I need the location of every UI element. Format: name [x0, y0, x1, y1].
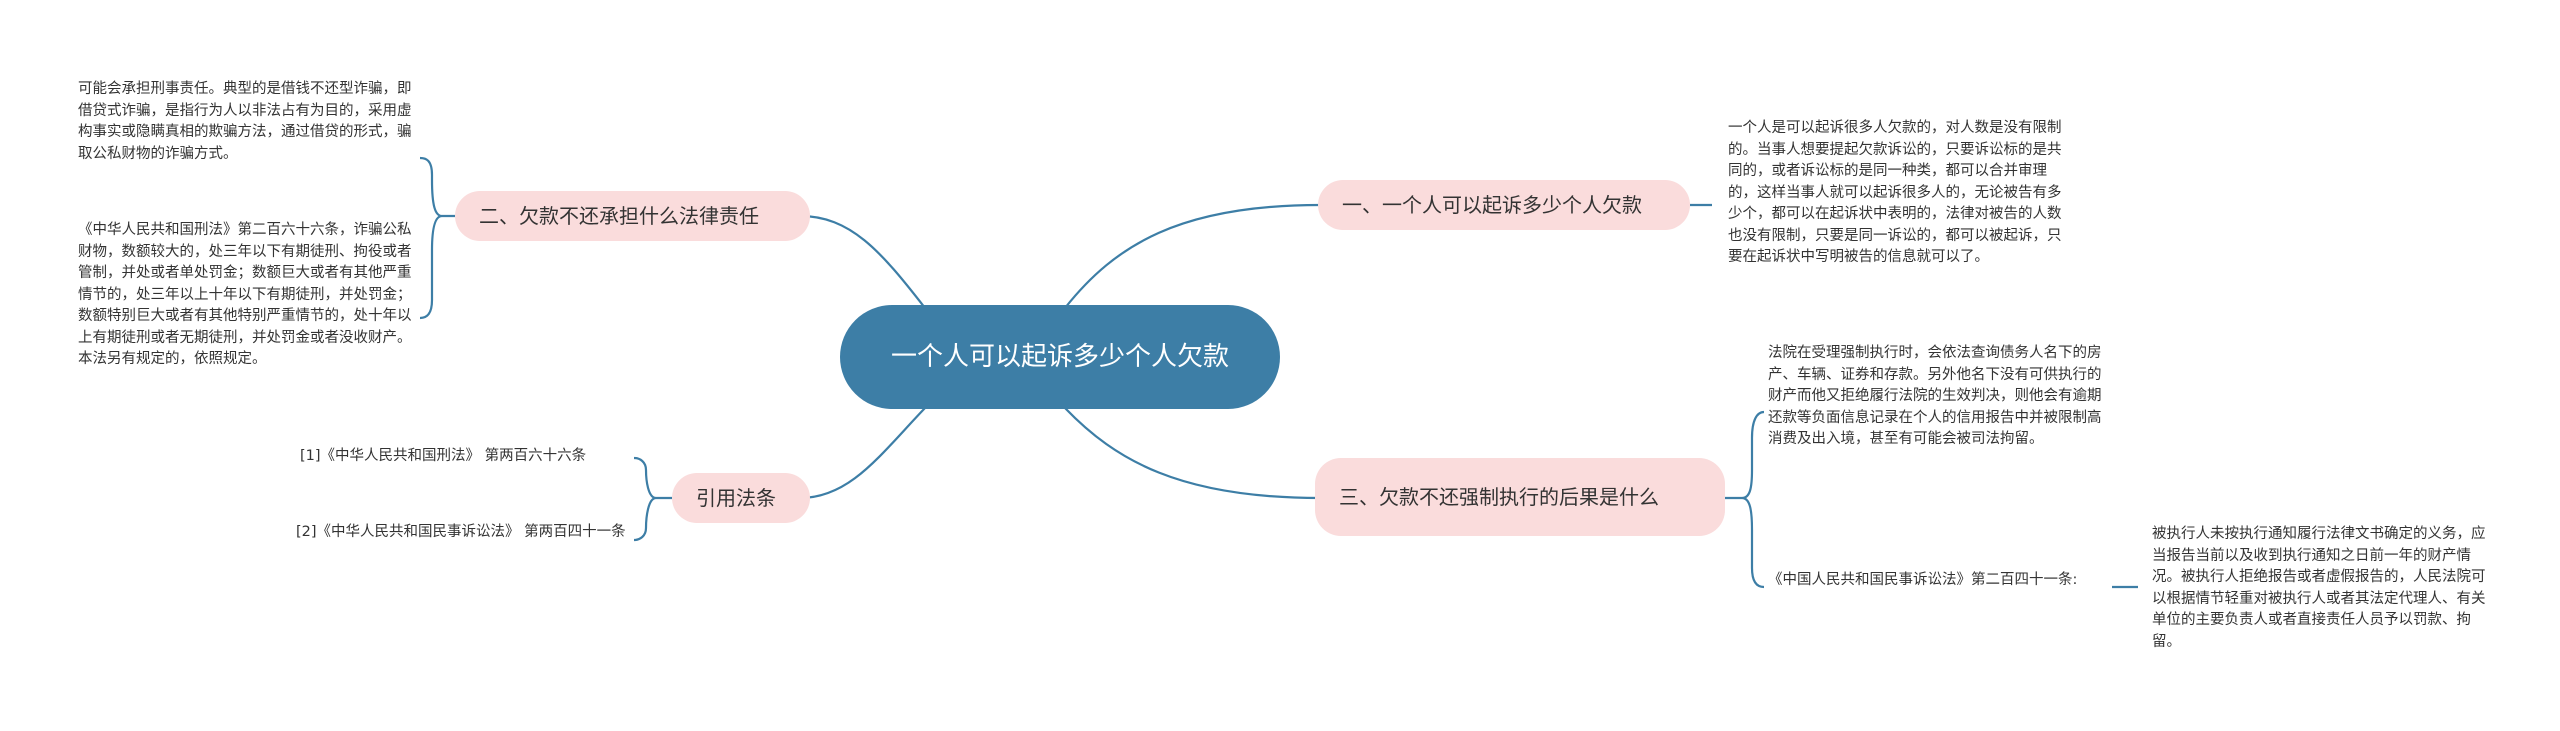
branch-4-topic[interactable]: 引用法条	[672, 473, 810, 523]
connector-root-b1	[1064, 203, 1321, 309]
branch-3-label: 三、欠款不还强制执行的后果是什么	[1339, 485, 1659, 509]
connector-root-b3	[1064, 407, 1321, 500]
branch-1-label: 一、一个人可以起诉多少个人欠款	[1342, 193, 1642, 217]
branch-2-label: 二、欠款不还承担什么法律责任	[479, 204, 759, 228]
branch-3-law-reference: 《中国人民共和国民事诉讼法》第二百四十一条:	[1768, 572, 2078, 588]
branch-2-detail-text-1: 可能会承担刑事责任。典型的是借钱不还型诈骗，即借贷式诈骗，是指行为人以非法占有为…	[78, 81, 412, 162]
branch-3-law-text: 被执行人未按执行通知履行法律文书确定的义务，应当报告当前以及收到执行通知之日前一…	[2152, 526, 2486, 650]
branch-2-detail-text-2: 《中华人民共和国刑法》第二百六十六条，诈骗公私财物，数额较大的，处三年以下有期徒…	[78, 222, 412, 367]
branch-4-label: 引用法条	[696, 486, 776, 510]
branch-2-topic[interactable]: 二、欠款不还承担什么法律责任	[455, 191, 810, 241]
root-title: 一个人可以起诉多少个人欠款	[890, 342, 1229, 372]
connector-root-b2	[799, 214, 926, 309]
connector-b4-bracket	[633, 456, 672, 542]
branch-1-detail-text: 一个人是可以起诉很多人欠款的，对人数是没有限制的。当事人想要提起欠款诉讼的，只要…	[1728, 120, 2062, 265]
root-topic[interactable]: 一个人可以起诉多少个人欠款	[840, 305, 1280, 409]
branch-3-topic[interactable]: 三、欠款不还强制执行的后果是什么	[1315, 458, 1725, 536]
branch-1-topic[interactable]: 一、一个人可以起诉多少个人欠款	[1318, 180, 1690, 230]
reference-2: [2]《中华人民共和国民事诉讼法》 第两百四十一条	[296, 524, 626, 540]
connector-b3-bracket	[1725, 410, 1765, 589]
connector-root-b4	[799, 407, 926, 500]
reference-1: [1]《中华人民共和国刑法》 第两百六十六条	[300, 448, 587, 464]
connector-b2-bracket	[419, 156, 455, 320]
branch-3-detail-text: 法院在受理强制执行时，会依法查询债务人名下的房产、车辆、证券和存款。另外他名下没…	[1768, 345, 2102, 447]
